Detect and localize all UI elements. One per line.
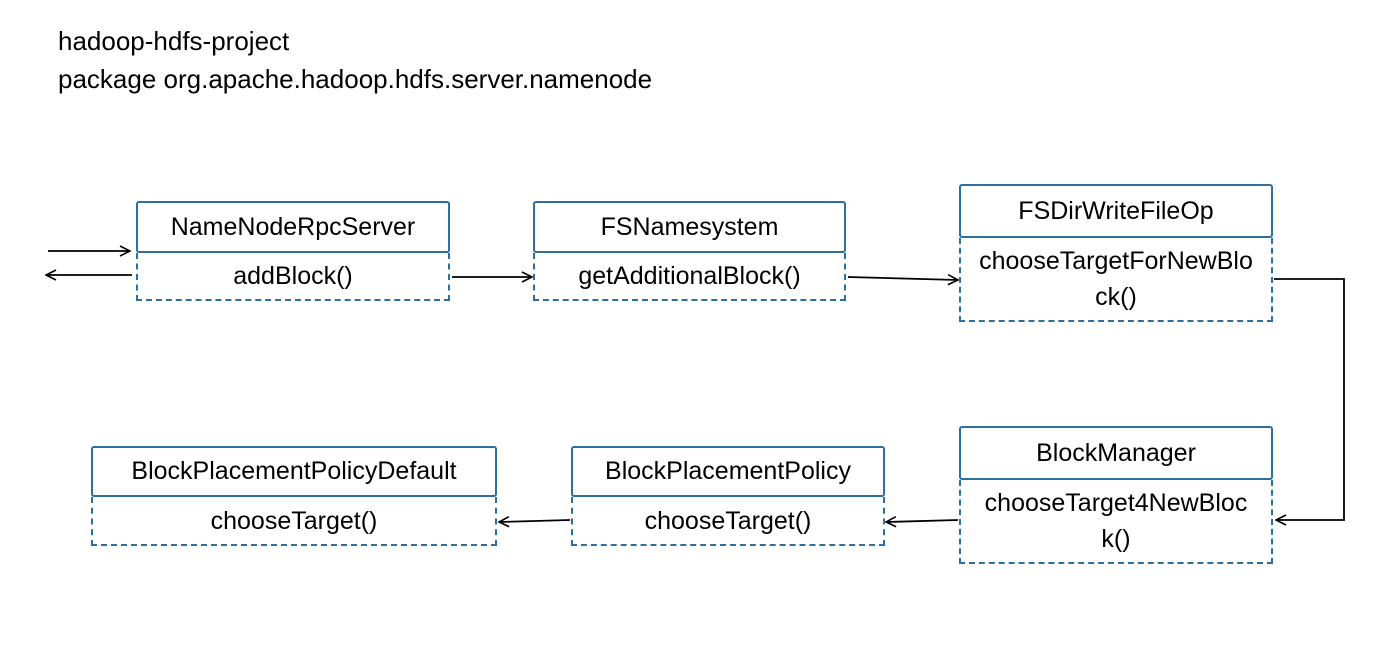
- project-name: hadoop-hdfs-project: [58, 26, 290, 56]
- arrow-fsnamesystem-to-fsdirwrite: [847, 277, 958, 280]
- class-name: BlockPlacementPolicyDefault: [91, 446, 497, 497]
- method-name: chooseTarget(): [91, 497, 497, 546]
- method-name: chooseTarget4NewBlock(): [959, 480, 1273, 564]
- class-name: FSNamesystem: [533, 201, 846, 253]
- class-name: NameNodeRpcServer: [136, 201, 450, 253]
- arrow-fsdirwrite-to-blockmanager: [1274, 278, 1345, 520]
- class-name: BlockPlacementPolicy: [571, 446, 885, 497]
- node-namenoderpcserver: NameNodeRpcServer addBlock(): [136, 201, 450, 301]
- node-fsnamesystem: FSNamesystem getAdditionalBlock(): [533, 201, 846, 301]
- node-blockmanager: BlockManager chooseTarget4NewBlock(): [959, 426, 1273, 564]
- method-name: chooseTarget(): [571, 497, 885, 546]
- node-blockplacementpolicydefault: BlockPlacementPolicyDefault chooseTarget…: [91, 446, 497, 546]
- node-fsdirwritefileop: FSDirWriteFileOp chooseTargetForNewBlock…: [959, 184, 1273, 322]
- method-name: addBlock(): [136, 253, 450, 301]
- method-name: getAdditionalBlock(): [533, 253, 846, 301]
- node-blockplacementpolicy: BlockPlacementPolicy chooseTarget(): [571, 446, 885, 546]
- arrow-blockmanager-to-policy: [886, 520, 959, 522]
- method-name: chooseTargetForNewBlock(): [959, 238, 1273, 322]
- arrow-policy-to-policydefault: [499, 520, 571, 522]
- class-name: FSDirWriteFileOp: [959, 184, 1273, 238]
- package-name: package org.apache.hadoop.hdfs.server.na…: [58, 64, 653, 94]
- class-name: BlockManager: [959, 426, 1273, 480]
- diagram-header: hadoop-hdfs-project package org.apache.h…: [58, 22, 652, 98]
